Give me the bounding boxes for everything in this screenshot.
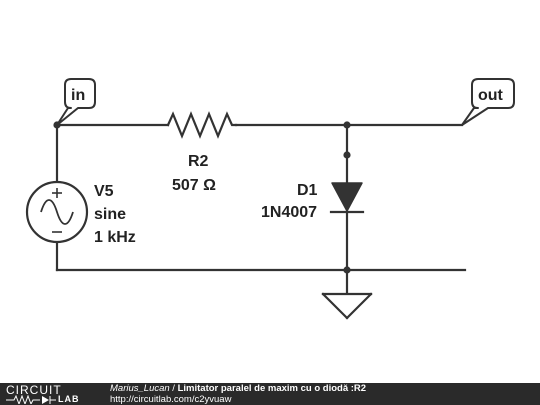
circuit-schematic: R2 507 Ω D1 1N4007 V5 sine 1 kHz in out [25,78,515,320]
logo-resistor-icon [6,395,56,404]
footer-separator: / [169,383,178,394]
junctions [53,121,351,274]
tag-callout-shape [56,78,96,126]
diode-triangle [331,182,363,212]
resistor-symbol [166,111,238,139]
diode-part: 1N4007 [261,204,317,221]
node-tag-out: out [461,78,515,126]
node-label-in: in [71,87,85,104]
node-label-out: out [478,87,504,104]
sine-wave-icon [40,199,74,225]
resistor-designator: R2 [188,153,209,170]
footer-title: Limitator paralel de maxim cu o diodă :R… [177,383,367,394]
junction-dot [343,266,351,274]
junction-dot [343,151,351,159]
logo-text-circuit: CIRCUIT [6,383,62,397]
ground-symbol [321,292,373,320]
voltage-source-symbol [25,180,89,244]
circuitlab-logo: CIRCUIT LAB [6,384,106,404]
junction-dot [343,121,351,129]
source-waveform: sine [94,206,126,223]
logo-text-lab: LAB [58,394,80,404]
footer-caption: Marius_Lucan / Limitator paralel de maxi… [110,384,366,405]
ground-left-edge [321,292,349,320]
diode-designator: D1 [297,182,318,199]
tag-callout-shape [461,78,515,126]
footer-url[interactable]: http://circuitlab.com/c2yvuaw [110,394,232,405]
node-tag-in: in [56,78,96,126]
footer-bar: CIRCUIT LAB Marius_Lucan / Limitator par… [0,383,540,405]
source-designator: V5 [94,183,114,200]
diode-symbol [329,182,365,214]
source-frequency: 1 kHz [94,229,136,246]
resistor-value: 507 Ω [172,177,216,194]
ground-right-edge [345,292,373,320]
footer-author[interactable]: Marius_Lucan [110,383,170,394]
